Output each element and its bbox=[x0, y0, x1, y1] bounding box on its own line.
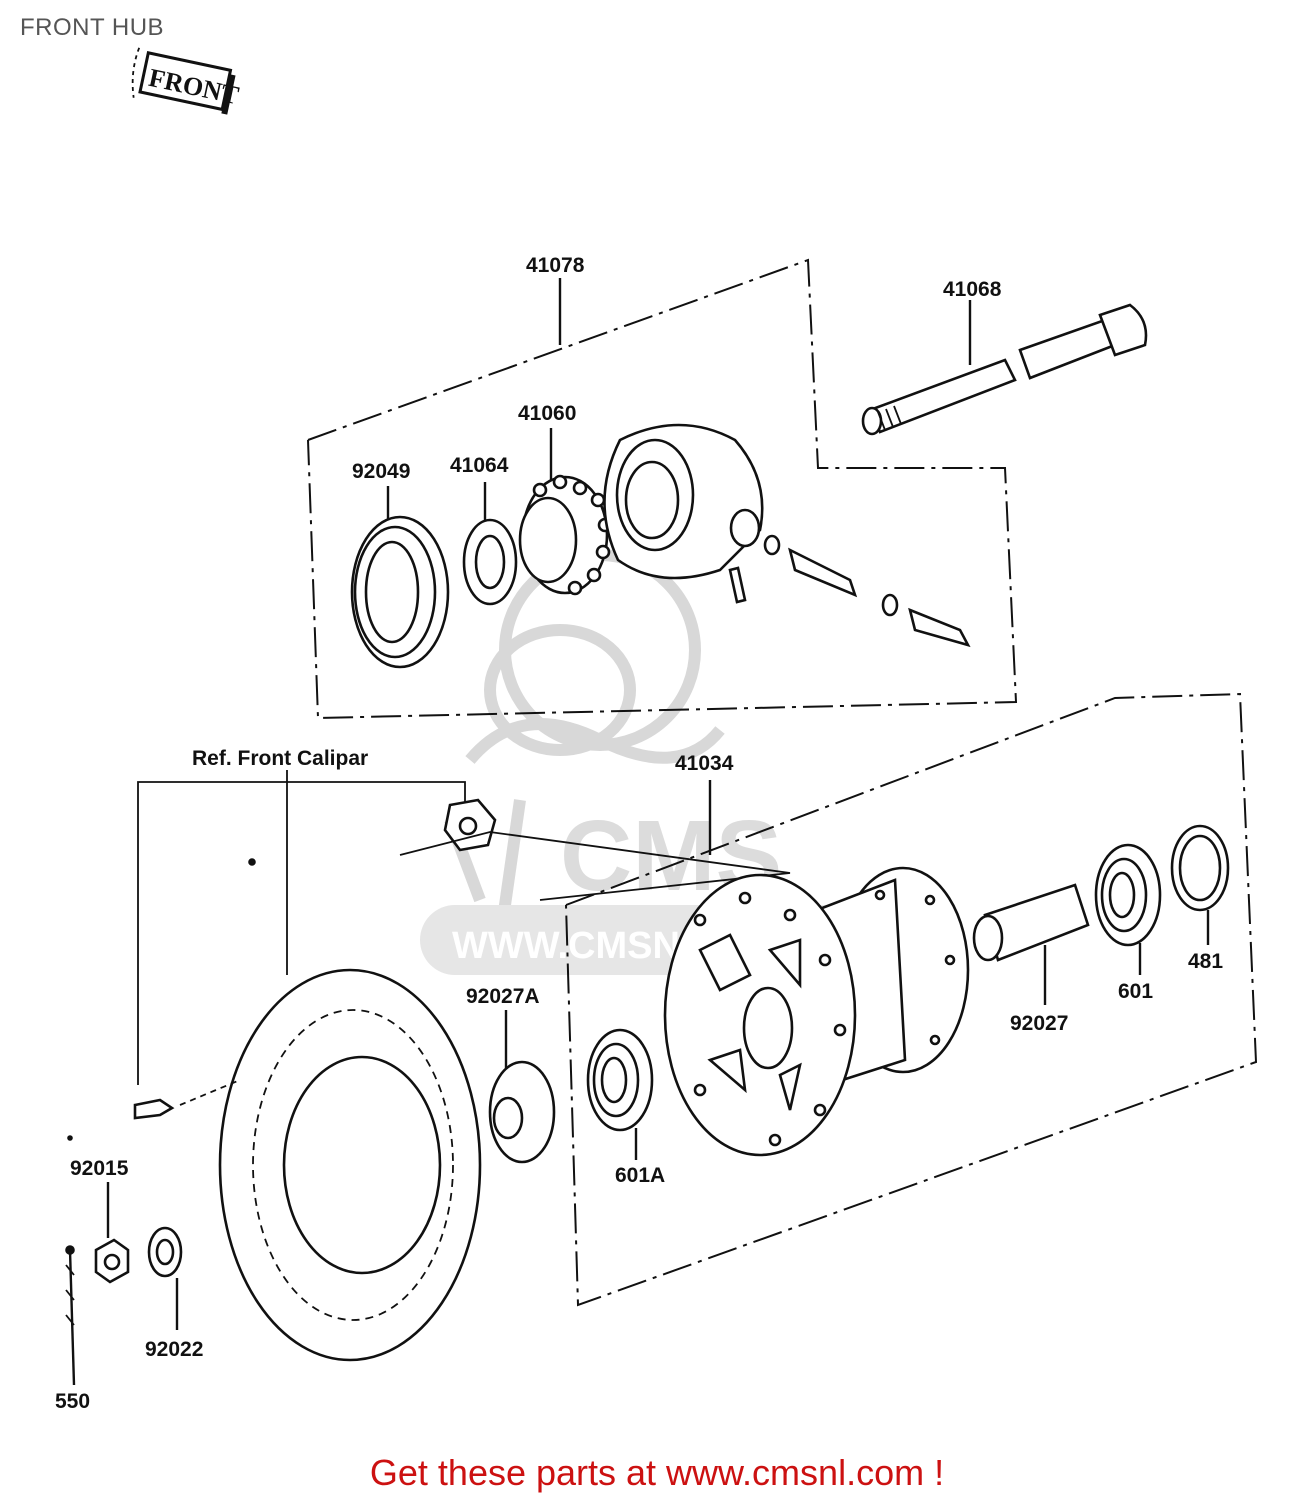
label-92015: 92015 bbox=[70, 1157, 129, 1180]
label-92027A: 92027A bbox=[466, 985, 540, 1008]
part-92022-washer bbox=[147, 1226, 183, 1330]
label-41060: 41060 bbox=[518, 402, 576, 425]
part-brake-disc bbox=[133, 968, 482, 1362]
label-92027: 92027 bbox=[1010, 1012, 1068, 1035]
group-41034-outline bbox=[565, 692, 1258, 1307]
part-92027A-spacer bbox=[488, 1010, 556, 1164]
part-550-pin bbox=[65, 1245, 76, 1386]
footer-link[interactable]: Get these parts at www.cmsnl.com ! bbox=[369, 1452, 945, 1493]
part-gear-housing bbox=[603, 423, 971, 648]
part-481-circlip bbox=[1170, 824, 1230, 945]
part-601A-bearing bbox=[586, 1028, 654, 1160]
label-41064: 41064 bbox=[450, 454, 509, 477]
label-92022: 92022 bbox=[145, 1338, 203, 1361]
label-601A: 601A bbox=[615, 1164, 665, 1187]
part-hub bbox=[663, 866, 970, 1157]
part-601-bearing bbox=[1094, 843, 1162, 975]
front-badge: FRONT bbox=[131, 47, 241, 115]
label-92049: 92049 bbox=[352, 460, 410, 483]
ref-front-caliper-leaders bbox=[137, 770, 791, 1085]
part-92027-sleeve bbox=[972, 883, 1090, 1005]
part-41060-gear bbox=[518, 428, 613, 596]
label-481: 481 bbox=[1188, 950, 1223, 973]
group-41078-outline bbox=[307, 258, 1018, 720]
part-92015-nut bbox=[67, 1135, 130, 1284]
label-41078: 41078 bbox=[526, 254, 585, 277]
page-title: FRONT HUB bbox=[20, 14, 165, 41]
label-41068: 41068 bbox=[943, 278, 1002, 301]
parts-diagram: CMS WWW.CMSNL.COM FRONT 41078 41068 9204… bbox=[55, 47, 1258, 1413]
part-41068-axle bbox=[861, 300, 1148, 436]
label-550: 550 bbox=[55, 1390, 90, 1413]
label-601: 601 bbox=[1118, 980, 1153, 1003]
part-41064-washer bbox=[462, 482, 518, 606]
label-41034: 41034 bbox=[675, 752, 734, 775]
part-92049-seal bbox=[350, 486, 450, 669]
label-ref-front-caliper: Ref. Front Calipar bbox=[192, 747, 368, 770]
